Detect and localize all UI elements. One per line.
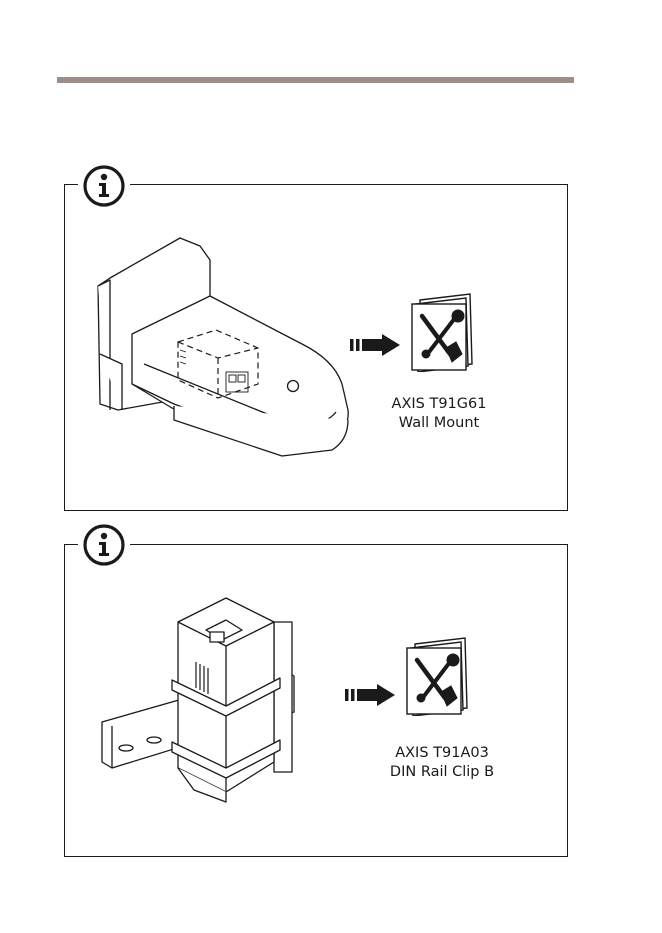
header-rule: [57, 77, 574, 83]
caption-line-2: DIN Rail Clip B: [362, 763, 522, 782]
info-icon: [82, 164, 126, 208]
info-badge: [78, 519, 130, 571]
wall-mount-illustration: [92, 234, 354, 462]
arrow-right-icon: [350, 334, 400, 356]
caption-line-1: AXIS T91A03: [362, 744, 522, 763]
info-icon: [82, 523, 126, 567]
caption-line-2: Wall Mount: [359, 414, 519, 433]
tools-manual-icon: [410, 292, 476, 372]
caption-line-1: AXIS T91G61: [359, 395, 519, 414]
product-caption: AXIS T91G61 Wall Mount: [359, 395, 519, 433]
tools-manual-icon: [405, 636, 471, 716]
info-badge: [78, 160, 130, 212]
product-caption: AXIS T91A03 DIN Rail Clip B: [362, 744, 522, 782]
arrow-right-icon: [345, 684, 395, 706]
din-rail-illustration: [98, 592, 298, 806]
